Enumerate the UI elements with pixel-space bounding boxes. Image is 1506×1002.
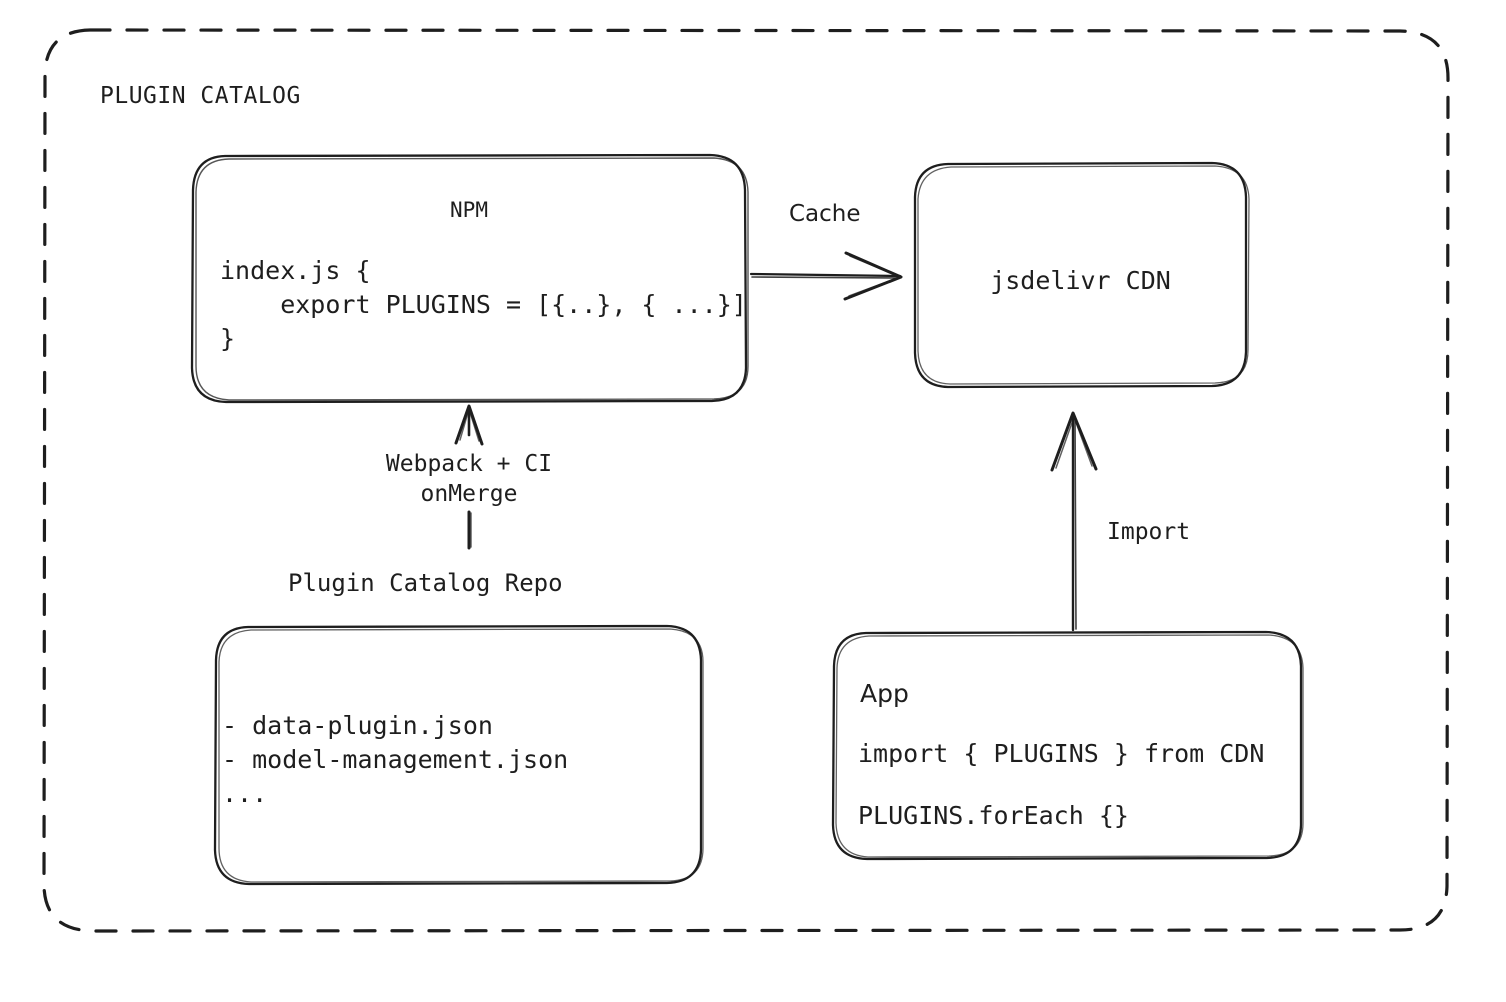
repo-box-outline: [213, 624, 703, 886]
app-code-line-2: PLUGINS.forEach {}: [858, 801, 1129, 830]
group-container-border: [42, 28, 1450, 933]
edge-label-webpack-ci: Webpack + CI: [385, 451, 553, 477]
npm-box-outline-sketch: [195, 157, 749, 401]
repo-line-1: - data-plugin.json: [222, 711, 493, 740]
arrow-npm-to-cdn-head-sketch: [848, 255, 901, 297]
repo-node-caption: Plugin Catalog Repo: [288, 569, 563, 597]
npm-code-line-1: index.js {: [220, 256, 371, 285]
repo-line-2: - model-management.json: [222, 745, 569, 774]
app-box-outline-sketch: [835, 634, 1304, 858]
edge-label-onmerge: onMerge: [420, 481, 518, 507]
arrow-app-to-cdn-shaft-sketch: [1074, 417, 1077, 630]
app-node-title: App: [860, 679, 909, 708]
cdn-box-outline-sketch: [917, 165, 1250, 385]
arrow-app-to-cdn-head-sketch: [1055, 416, 1093, 469]
npm-box-outline: [190, 153, 748, 404]
edge-label-cache: Cache: [789, 201, 861, 227]
arrow-npm-to-cdn-shaft: [749, 272, 902, 278]
arrow-app-to-cdn-head: [1050, 411, 1098, 472]
npm-code-line-3: }: [220, 324, 236, 353]
cdn-node-title: jsdelivr CDN: [990, 266, 1171, 295]
cdn-box-outline: [913, 161, 1248, 389]
repo-box-outline-sketch: [218, 628, 704, 883]
arrow-npm-to-cdn-shaft-sketch: [751, 276, 900, 279]
group-title: PLUGIN CATALOG: [100, 83, 301, 109]
npm-code-line-2: export PLUGINS = [{..}, { ...}]: [220, 290, 747, 319]
edge-label-import: Import: [1107, 519, 1191, 545]
npm-node-title: NPM: [450, 198, 488, 222]
repo-line-3: ...: [222, 779, 268, 808]
arrow-npm-to-cdn-head: [843, 251, 903, 301]
app-code-line-1: import { PLUGINS } from CDN: [858, 739, 1265, 768]
